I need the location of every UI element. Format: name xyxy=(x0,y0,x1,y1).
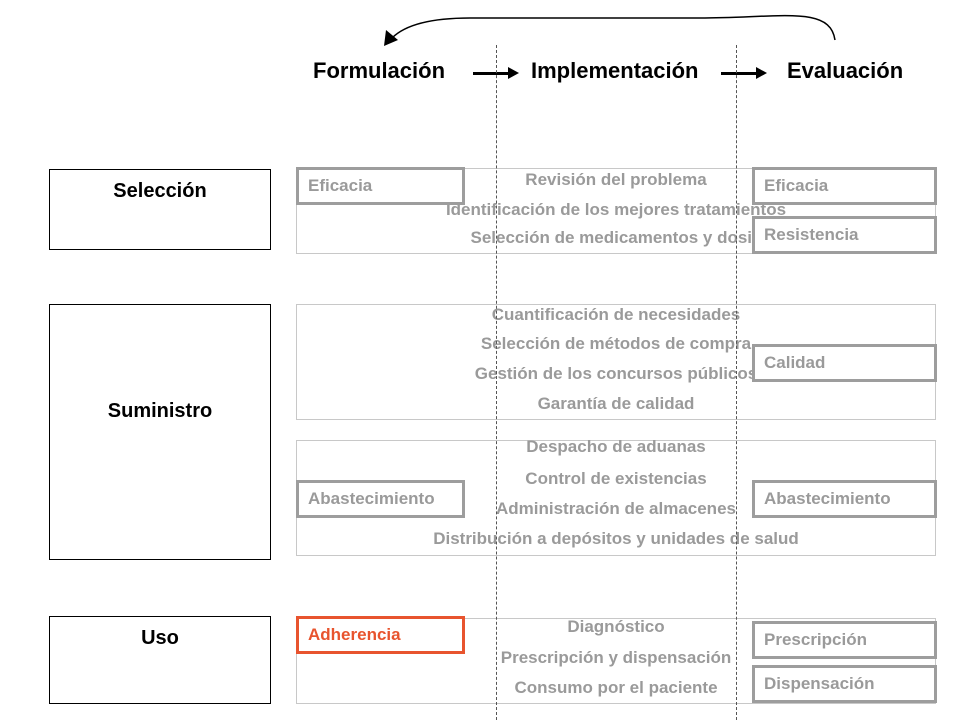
tag-evaluation-dispensing: Dispensación xyxy=(752,665,937,703)
activity-line: Prescripción y dispensación xyxy=(500,648,732,667)
tag-evaluation-prescription: Prescripción xyxy=(752,621,937,659)
stage-formulation: Formulación xyxy=(313,58,446,83)
stage-arrow-2 xyxy=(721,67,767,79)
activity-line: Distribución a depósitos y unidades de s… xyxy=(433,529,799,548)
tag-selection-efficacy: Eficacia xyxy=(296,167,465,205)
tag-evaluation-quality: Calidad xyxy=(752,344,937,382)
phase-use-label: Uso xyxy=(141,627,179,649)
activity-line: Garantía de calidad xyxy=(537,394,695,413)
phase-selection: Selección xyxy=(49,169,271,250)
tag-evaluation-efficacy: Eficacia xyxy=(752,167,937,205)
activity-line: Selección de medicamentos y dosis xyxy=(470,228,762,247)
phase-supply: Suministro xyxy=(49,304,271,560)
activity-line: Diagnóstico xyxy=(567,617,665,636)
stage-arrow-1 xyxy=(473,67,519,79)
activity-line: Consumo por el paciente xyxy=(514,678,718,697)
tag-evaluation-resistance: Resistencia xyxy=(752,216,937,254)
phase-use: Uso xyxy=(49,616,271,704)
activity-line: Administración de almacenes xyxy=(496,499,736,518)
activity-line: Cuantificación de necesidades xyxy=(491,305,741,324)
phase-supply-label: Suministro xyxy=(107,400,213,422)
activity-line: Revisión del problema xyxy=(525,170,707,189)
activity-line: Control de existencias xyxy=(525,469,707,488)
activity-line: Identificación de los mejores tratamient… xyxy=(445,200,787,219)
tag-use-adherence: Adherencia xyxy=(296,616,465,654)
tag-evaluation-stock: Abastecimiento xyxy=(752,480,937,518)
activity-line: Selección de métodos de compra xyxy=(480,334,752,353)
stage-implementation: Implementación xyxy=(531,58,699,83)
activity-line: Gestión de los concursos públicos xyxy=(474,364,758,383)
activity-line: Despacho de aduanas xyxy=(526,437,706,456)
stage-evaluation: Evaluación xyxy=(787,58,904,83)
phase-selection-label: Selección xyxy=(113,180,207,202)
stage-divider-2 xyxy=(736,45,737,720)
stage-divider-1 xyxy=(496,45,497,720)
tag-supply-stock: Abastecimiento xyxy=(296,480,465,518)
